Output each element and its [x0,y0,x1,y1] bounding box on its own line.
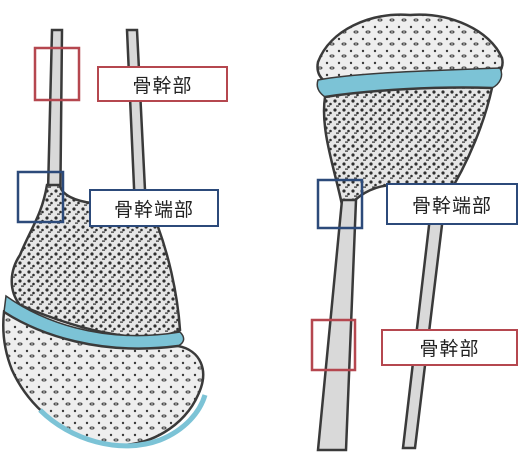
left-diaphysis-label: 骨幹部 [97,66,228,102]
right-bone-shaft-left-cortex [318,200,356,450]
right-bone-shaft-right-cortex [403,200,445,448]
left-metaphysis-label: 骨幹端部 [89,189,219,227]
right-diaphysis-label: 骨幹部 [381,329,518,366]
right-metaphysis-label: 骨幹端部 [386,183,518,225]
right-bone [317,15,502,450]
